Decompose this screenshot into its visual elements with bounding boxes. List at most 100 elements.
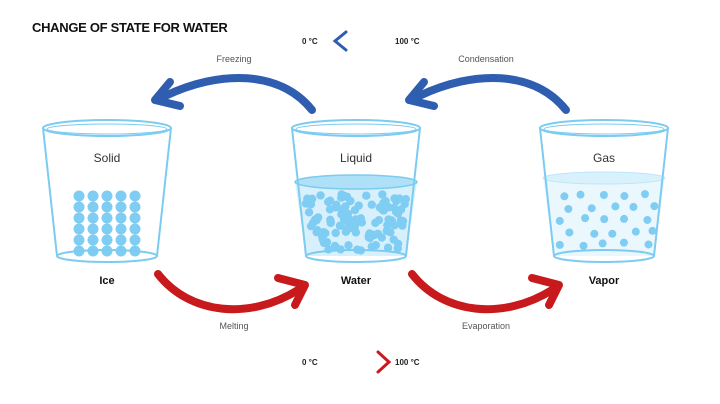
- liquid-surface: [294, 174, 418, 190]
- ice-particle: [129, 223, 141, 235]
- water-particle: [390, 221, 399, 230]
- ice-particle: [87, 201, 99, 213]
- water-particle: [316, 191, 325, 200]
- vapor-particle: [564, 204, 573, 213]
- ice-particle: [87, 190, 99, 202]
- substance-label: Ice: [99, 275, 114, 287]
- vapor-particle: [644, 240, 653, 249]
- ice-particle: [87, 223, 99, 235]
- vapor-particle: [590, 229, 599, 238]
- glass-base: [553, 249, 655, 263]
- vapor-particle: [581, 214, 590, 223]
- evaporation-label: Evaporation: [462, 321, 510, 331]
- cooling-arrowhead: [332, 30, 348, 52]
- water-particle: [362, 191, 371, 200]
- ice-particle: [115, 201, 127, 213]
- ice-particle: [73, 223, 85, 235]
- water-particle: [391, 207, 401, 216]
- vapor-particle: [650, 202, 659, 211]
- cooling-to-label: 100 °C: [395, 37, 420, 46]
- water-particle: [326, 217, 335, 226]
- water-particle: [337, 205, 347, 214]
- glass-wall: [291, 127, 421, 257]
- heating-arrowhead: [376, 350, 392, 374]
- ice-particle: [87, 212, 99, 224]
- glass-base: [305, 249, 407, 263]
- vapor-particle: [620, 214, 629, 223]
- vapor-particle: [560, 192, 569, 201]
- glass-rim-inner: [46, 123, 168, 135]
- cooling-from-label: 0 °C: [302, 37, 318, 46]
- vapor-particle: [620, 192, 629, 201]
- water-particle: [375, 203, 385, 212]
- ice-particle: [101, 223, 113, 235]
- water-particle: [321, 229, 330, 238]
- water-particle: [304, 208, 314, 217]
- evaporation-arrow: [408, 270, 563, 314]
- glass-rim-inner: [295, 123, 417, 135]
- ice-particle: [73, 190, 85, 202]
- water-particle: [307, 194, 317, 204]
- ice-particle: [73, 234, 85, 246]
- substance-label: Vapor: [589, 275, 620, 287]
- water-particle: [364, 231, 374, 240]
- vapor-particle: [648, 226, 657, 235]
- vapor-particle: [576, 190, 585, 199]
- water-particle: [330, 241, 340, 251]
- vapor-particle: [600, 215, 609, 224]
- water-particle: [389, 235, 398, 244]
- ice-particle: [129, 234, 141, 246]
- water-particle: [401, 194, 411, 204]
- glass-rim: [42, 119, 172, 137]
- vapor-particle: [640, 190, 649, 199]
- substance-label: Water: [341, 275, 372, 287]
- vapor-particle: [565, 228, 574, 237]
- water-particle: [377, 233, 387, 242]
- vapor-particle: [629, 202, 638, 211]
- ice-particle: [115, 234, 127, 246]
- ice-particle: [129, 190, 141, 202]
- water-particle: [351, 228, 361, 237]
- water-particle: [346, 218, 355, 228]
- vapor-particle: [631, 227, 640, 236]
- water-particle: [313, 225, 322, 235]
- glass-rim: [539, 119, 669, 137]
- vapor-particle: [555, 216, 564, 225]
- state-label: Gas: [593, 151, 615, 165]
- glass-rim-inner: [543, 123, 665, 135]
- vapor-particle: [619, 238, 628, 247]
- water-particle: [367, 200, 376, 209]
- vapor-particle: [579, 241, 588, 250]
- vapor-particle: [599, 191, 608, 200]
- glass-wall: [539, 127, 669, 257]
- water-particle: [398, 216, 408, 226]
- vapor-particle: [611, 202, 620, 211]
- ice-particle: [129, 212, 141, 224]
- vapor-particle: [643, 215, 652, 224]
- vapor-particle: [587, 204, 596, 213]
- ice-particle: [115, 212, 127, 224]
- melting-arrow: [154, 270, 309, 314]
- vapor-surface: [542, 171, 666, 185]
- cooling-scale: 0 °C 100 °C: [302, 30, 420, 52]
- state-label: Liquid: [340, 151, 372, 165]
- condensation-label: Condensation: [458, 54, 514, 64]
- water-particle: [331, 228, 340, 238]
- water-particle: [354, 201, 363, 210]
- ice-particle: [101, 201, 113, 213]
- ice-particle: [129, 201, 141, 213]
- water-particle: [343, 209, 353, 219]
- water-particle: [340, 191, 349, 201]
- heating-scale: 0 °C 100 °C: [302, 350, 420, 374]
- heating-to-label: 100 °C: [395, 358, 420, 367]
- heating-from-label: 0 °C: [302, 358, 318, 367]
- water-particle: [322, 237, 332, 247]
- water-particle: [371, 218, 380, 228]
- water-particle: [384, 203, 394, 212]
- ice-particle: [115, 190, 127, 202]
- water-particle: [382, 226, 391, 236]
- water-particle: [344, 241, 353, 250]
